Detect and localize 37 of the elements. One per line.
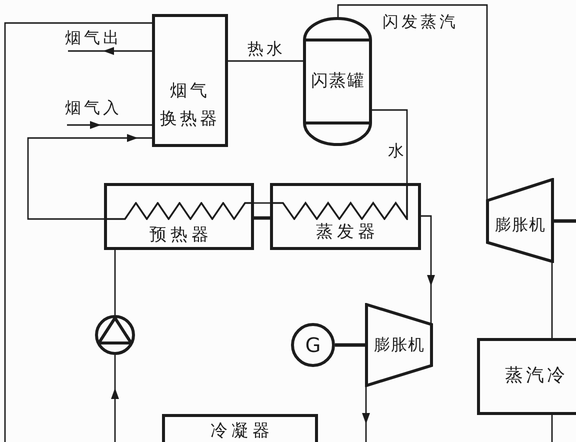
shaft-line: [553, 219, 576, 223]
shaft-line: [335, 343, 366, 347]
equipment-label: 烟气换热器: [159, 80, 221, 131]
equipment-box: [477, 338, 576, 415]
pipe-line: [337, 4, 488, 200]
pipe-line: [228, 60, 304, 62]
equipment-box: [270, 183, 421, 250]
pipe-line: [551, 415, 553, 442]
equipment-box: [152, 14, 228, 147]
edge-label: 烟气出: [64, 30, 122, 46]
turbine-shape: 膨胀机: [365, 303, 433, 387]
pipe-line: [371, 109, 408, 183]
pipe-line: [551, 262, 553, 338]
pipe-line: [254, 216, 270, 220]
equipment-label: 预热器: [148, 226, 214, 245]
equipment-box: [162, 414, 318, 442]
pipe-line: [4, 22, 152, 442]
equipment-label: 蒸发器: [315, 223, 380, 242]
equipment-box: [104, 183, 254, 250]
edge-label: 烟气入: [64, 100, 122, 116]
flow-arrow: [421, 215, 435, 324]
pipe-line: [114, 250, 116, 315]
edge-label: 热水: [246, 41, 286, 57]
pipe-line: [254, 202, 270, 204]
edge-label: 闪发蒸汽: [382, 14, 458, 30]
equipment-label: 蒸汽冷: [505, 366, 568, 386]
flow-arrow: [67, 121, 152, 129]
pump-symbol: [95, 315, 135, 355]
turbine-shape: 膨胀机: [486, 178, 554, 263]
equipment-label: 冷凝器: [210, 422, 274, 441]
flow-arrow: [68, 47, 152, 55]
generator-circle: G: [291, 323, 335, 367]
vessel: 闪蒸罐: [303, 17, 372, 146]
flow-arrow: [111, 355, 119, 442]
flow-arrow: [362, 386, 370, 442]
flow-arrow: [27, 134, 152, 220]
edge-label: 水: [387, 143, 407, 159]
